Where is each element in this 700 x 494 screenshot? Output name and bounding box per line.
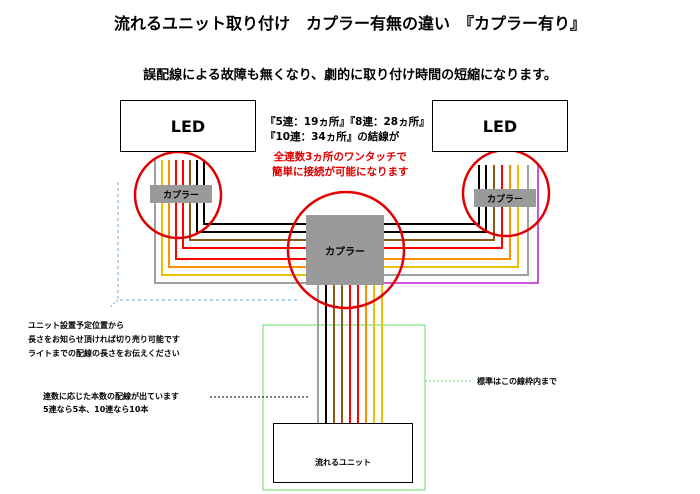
note-line: 5連なら5本、10連なら10本 — [43, 405, 149, 414]
coupler-left: カプラー — [150, 185, 212, 203]
cut-to-length-note: ユニット設置予定位置から 長さをお知らせ頂ければ切り売り可能です ライトまでの配… — [28, 319, 180, 361]
note-line: 長さをお知らせ頂ければ切り売り可能です — [28, 335, 180, 344]
right-wires — [384, 165, 539, 284]
note-line: 連数に応じた本数の配線が出ています — [43, 392, 179, 401]
page-subtitle: 誤配線による故障も無くなり、劇的に取り付け時間の短縮になります。 — [143, 68, 557, 83]
led-left: LED — [120, 100, 256, 152]
center-coupler-circle — [286, 190, 406, 310]
left-coupler-circle — [133, 150, 223, 240]
note-line: 『5連：19ヵ所』『8連：28ヵ所』 — [265, 116, 430, 128]
coupler-right: カプラー — [474, 189, 536, 207]
one-touch-note: 全連数3ヵ所のワンタッチで 簡単に接続が可能になります — [272, 150, 409, 180]
coupler-center: カプラー — [306, 215, 384, 285]
connection-count-note: 『5連：19ヵ所』『8連：28ヵ所』 『10連：34ヵ所』の結線が — [265, 115, 430, 145]
note-line: ユニット設置予定位置から — [28, 321, 124, 330]
note-line: ライトまでの配線の長さをお伝えください — [28, 349, 180, 358]
wire-count-note: 連数に応じた本数の配線が出ています 5連なら5本、10連なら10本 — [43, 390, 179, 416]
flowing-unit: 流れるユニット — [273, 423, 413, 483]
led-right: LED — [432, 100, 568, 152]
standard-range-note: 標準はこの線枠内まで — [477, 377, 557, 386]
note-line: 全連数3ヵ所のワンタッチで — [273, 151, 407, 163]
unit-label: 流れるユニット — [315, 458, 371, 467]
page-title: 流れるユニット取り付け カプラー有無の違い 『カプラー有り』 — [113, 14, 586, 33]
note-line: 簡単に接続が可能になります — [272, 166, 409, 178]
standard-frame — [262, 324, 426, 491]
note-line: 『10連：34ヵ所』の結線が — [265, 131, 400, 143]
